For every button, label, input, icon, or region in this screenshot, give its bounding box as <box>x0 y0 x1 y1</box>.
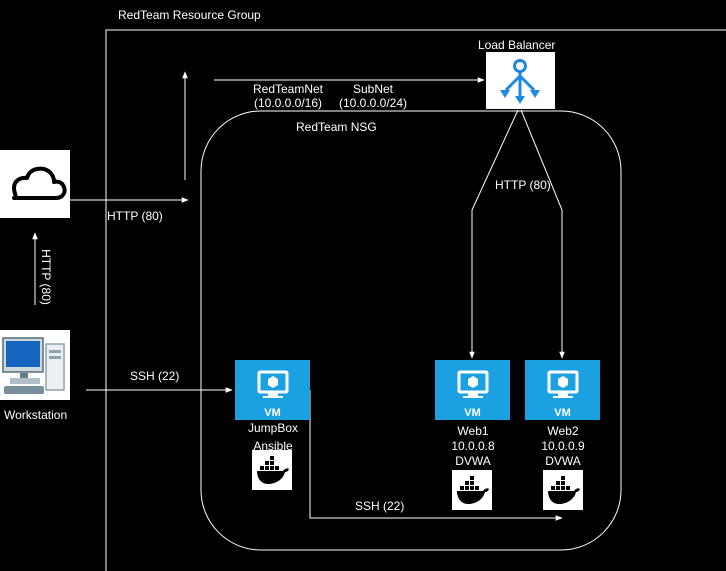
nsg-boundary <box>200 110 622 551</box>
jumpbox-tool: Ansible <box>253 439 293 453</box>
web2-name: Web2 <box>547 424 579 438</box>
workstation-ssh-label: SSH (22) <box>130 369 180 383</box>
vm-web1[interactable] <box>435 360 510 420</box>
jumpbox-ssh-arrow <box>309 390 563 521</box>
jumpbox-name: JumpBox <box>247 421 299 435</box>
jumpbox-ssh-label: SSH (22) <box>355 499 405 513</box>
docker-icon <box>252 450 292 490</box>
subnet-name: SubNet <box>352 82 394 96</box>
vm-badge: VM <box>264 407 281 419</box>
web2-caption: Web2 10.0.0.9 DVWA <box>523 424 603 469</box>
resource-group-title: RedTeam Resource Group <box>118 8 261 22</box>
subnet-cidr: (10.0.0.0/24) <box>338 96 408 110</box>
web2-app: DVWA <box>545 454 581 468</box>
subnet-label: SubNet (10.0.0.0/24) <box>333 82 413 110</box>
load-balancer-label: Load Balancer <box>478 38 556 52</box>
internet-http-label: HTTP (80) <box>107 209 163 223</box>
vm-jumpbox[interactable] <box>235 360 310 420</box>
docker-icon <box>543 470 583 510</box>
lb-to-web1-arrow <box>469 109 519 359</box>
load-balancer-icon <box>486 52 555 109</box>
vm-badge: VM <box>464 407 481 419</box>
resource-group-boundary <box>105 29 726 571</box>
web1-caption: Web1 10.0.0.8 DVWA <box>433 424 513 469</box>
workstation-label: Workstation <box>4 408 68 422</box>
jumpbox-caption: JumpBox Ansible <box>233 419 313 455</box>
web1-app: DVWA <box>455 454 491 468</box>
workstation-icon <box>0 330 70 400</box>
lb-to-web2-arrow <box>520 109 565 359</box>
vm-badge: VM <box>554 407 571 419</box>
nsg-label: RedTeam NSG <box>296 120 377 134</box>
vnet-cidr: (10.0.0.0/16) <box>253 96 323 110</box>
docker-icon <box>452 470 492 510</box>
cloud-icon <box>0 150 70 218</box>
web2-ip: 10.0.0.9 <box>541 439 585 453</box>
workstation-http-label: HTTP (80) <box>39 249 53 305</box>
vm-web2[interactable] <box>525 360 600 420</box>
web1-ip: 10.0.0.8 <box>451 439 495 453</box>
vnet-label: RedTeamNet (10.0.0.0/16) <box>248 82 328 110</box>
lb-http-label: HTTP (80) <box>495 178 551 192</box>
web1-name: Web1 <box>457 424 489 438</box>
vnet-name: RedTeamNet <box>252 82 324 96</box>
